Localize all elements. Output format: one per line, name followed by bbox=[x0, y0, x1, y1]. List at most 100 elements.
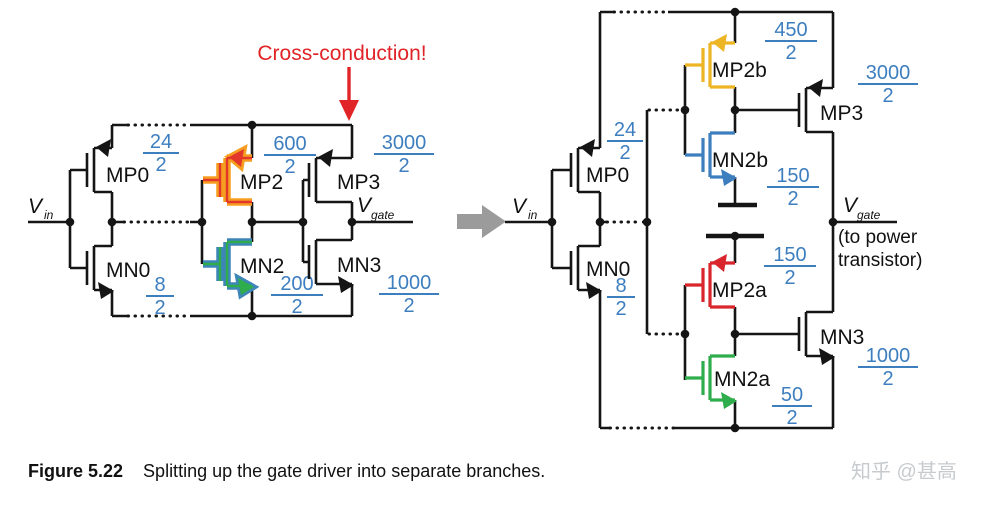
left-mn3-symbol bbox=[303, 238, 354, 293]
left-vgate-label: V bbox=[357, 194, 373, 217]
pmos-source-arrow-icon bbox=[229, 149, 244, 167]
nmos-source-arrow-icon bbox=[98, 282, 114, 299]
ratio-numerator: 1000 bbox=[387, 272, 432, 294]
left-mp3-label: MP3 bbox=[337, 171, 380, 194]
nmos-source-arrow-icon bbox=[819, 348, 835, 365]
ratio-numerator: 600 bbox=[273, 133, 306, 155]
ratio-denominator: 2 bbox=[882, 85, 893, 107]
left-junction-dots bbox=[65, 120, 357, 321]
left-vgate-sub: gate bbox=[371, 208, 395, 222]
ratio-denominator: 2 bbox=[786, 407, 797, 429]
figure-number: Figure 5.22 bbox=[28, 461, 124, 481]
ratio-denominator: 2 bbox=[619, 142, 630, 164]
ratio-denominator: 2 bbox=[403, 295, 414, 317]
right-mp2b-ratio: 450 2 bbox=[765, 19, 817, 64]
right-circuit: MP0 MN0 MP2b MN2b MP2a MN2a MP3 MN3 24 2… bbox=[505, 7, 922, 433]
pmos-source-arrow-icon bbox=[580, 139, 595, 157]
left-mp3-ratio: 3000 2 bbox=[374, 132, 434, 177]
left-mp2-ratio: 600 2 bbox=[264, 133, 316, 178]
left-mn2-symbol bbox=[203, 238, 260, 300]
right-vgate-label: V bbox=[843, 194, 859, 217]
pmos-source-arrow-icon bbox=[712, 254, 727, 272]
ratio-denominator: 2 bbox=[615, 298, 626, 320]
ratio-numerator: 24 bbox=[614, 119, 636, 141]
left-omitted-stages-dotted bbox=[122, 123, 192, 318]
left-mn3-label: MN3 bbox=[337, 254, 381, 277]
transform-arrow-icon bbox=[457, 205, 506, 238]
right-mp2a-symbol bbox=[685, 254, 735, 309]
right-mn2b-ratio: 150 2 bbox=[767, 165, 819, 210]
ratio-numerator: 200 bbox=[280, 273, 313, 295]
left-vin-label: V bbox=[28, 195, 44, 218]
right-mp3-symbol bbox=[735, 79, 833, 134]
cross-conduction-arrow-icon bbox=[339, 67, 359, 121]
right-mn2b-symbol bbox=[685, 131, 737, 186]
cross-conduction-label: Cross-conduction! bbox=[257, 42, 426, 65]
ratio-numerator: 24 bbox=[150, 131, 172, 153]
left-mp0-ratio: 24 2 bbox=[143, 131, 179, 176]
right-vgate-sub: gate bbox=[857, 208, 881, 222]
nmos-source-arrow-icon bbox=[721, 169, 737, 186]
right-mn0-symbol bbox=[552, 244, 602, 299]
output-note-line2: transistor) bbox=[838, 250, 922, 271]
ratio-numerator: 8 bbox=[615, 275, 626, 297]
right-mp2a-ratio: 150 2 bbox=[764, 244, 816, 289]
left-circuit: MP0 MN0 MP2 MN2 MP3 MN3 24 2 8 2 600 2 2… bbox=[28, 42, 439, 321]
ratio-numerator: 3000 bbox=[866, 62, 911, 84]
pmos-source-arrow-icon bbox=[318, 149, 333, 167]
left-mn2-label: MN2 bbox=[240, 255, 284, 278]
nmos-source-arrow-icon bbox=[721, 392, 737, 409]
left-mp3-symbol bbox=[303, 149, 352, 204]
left-mn0-ratio: 8 2 bbox=[146, 274, 174, 319]
ratio-numerator: 450 bbox=[774, 19, 807, 41]
ratio-denominator: 2 bbox=[291, 296, 302, 318]
right-mn2a-symbol bbox=[685, 354, 737, 409]
right-mn3-label: MN3 bbox=[820, 326, 864, 349]
right-mn0-ratio: 8 2 bbox=[607, 275, 635, 320]
pmos-source-arrow-icon bbox=[96, 139, 111, 157]
ratio-numerator: 50 bbox=[781, 384, 803, 406]
ratio-denominator: 2 bbox=[787, 188, 798, 210]
left-vin-sub: in bbox=[44, 208, 54, 222]
right-mp2b-symbol bbox=[685, 34, 735, 89]
right-mp3-ratio: 3000 2 bbox=[858, 62, 918, 107]
ratio-denominator: 2 bbox=[784, 267, 795, 289]
figure-caption: Figure 5.22 Splitting up the gate driver … bbox=[28, 461, 545, 482]
nmos-source-arrow-icon bbox=[338, 276, 354, 293]
ratio-denominator: 2 bbox=[155, 154, 166, 176]
right-mp0-ratio: 24 2 bbox=[607, 119, 643, 164]
watermark-text: 知乎 @甚高 bbox=[851, 461, 957, 483]
ratio-numerator: 3000 bbox=[382, 132, 427, 154]
right-mp2a-label: MP2a bbox=[712, 279, 767, 302]
ratio-numerator: 150 bbox=[776, 165, 809, 187]
right-wires bbox=[505, 10, 897, 430]
right-vin-label: V bbox=[512, 195, 528, 218]
left-mn0-symbol bbox=[70, 244, 114, 299]
ratio-denominator: 2 bbox=[154, 297, 165, 319]
ratio-numerator: 8 bbox=[154, 274, 165, 296]
pmos-source-arrow-icon bbox=[712, 34, 727, 52]
output-note-line1: (to power bbox=[838, 227, 918, 248]
ratio-numerator: 1000 bbox=[866, 345, 911, 367]
figure-caption-text: Splitting up the gate driver into separa… bbox=[143, 461, 546, 481]
right-mn2a-ratio: 50 2 bbox=[772, 384, 812, 429]
right-mp3-label: MP3 bbox=[820, 102, 863, 125]
ratio-denominator: 2 bbox=[882, 368, 893, 390]
right-mp0-symbol bbox=[552, 139, 600, 194]
nmos-source-arrow-icon bbox=[238, 278, 254, 295]
transistor-symbols bbox=[70, 34, 835, 409]
right-mn2b-label: MN2b bbox=[712, 149, 768, 172]
ratio-denominator: 2 bbox=[284, 156, 295, 178]
right-mp0-label: MP0 bbox=[586, 164, 629, 187]
right-vin-sub: in bbox=[528, 208, 538, 222]
right-mn3-symbol bbox=[735, 310, 835, 365]
left-mp0-label: MP0 bbox=[106, 164, 149, 187]
ratio-numerator: 150 bbox=[773, 244, 806, 266]
left-mp2-symbol bbox=[203, 143, 252, 206]
left-mn2-ratio: 200 2 bbox=[271, 273, 323, 318]
left-mn0-label: MN0 bbox=[106, 259, 150, 282]
ratio-denominator: 2 bbox=[785, 42, 796, 64]
right-mp2b-label: MP2b bbox=[712, 59, 767, 82]
